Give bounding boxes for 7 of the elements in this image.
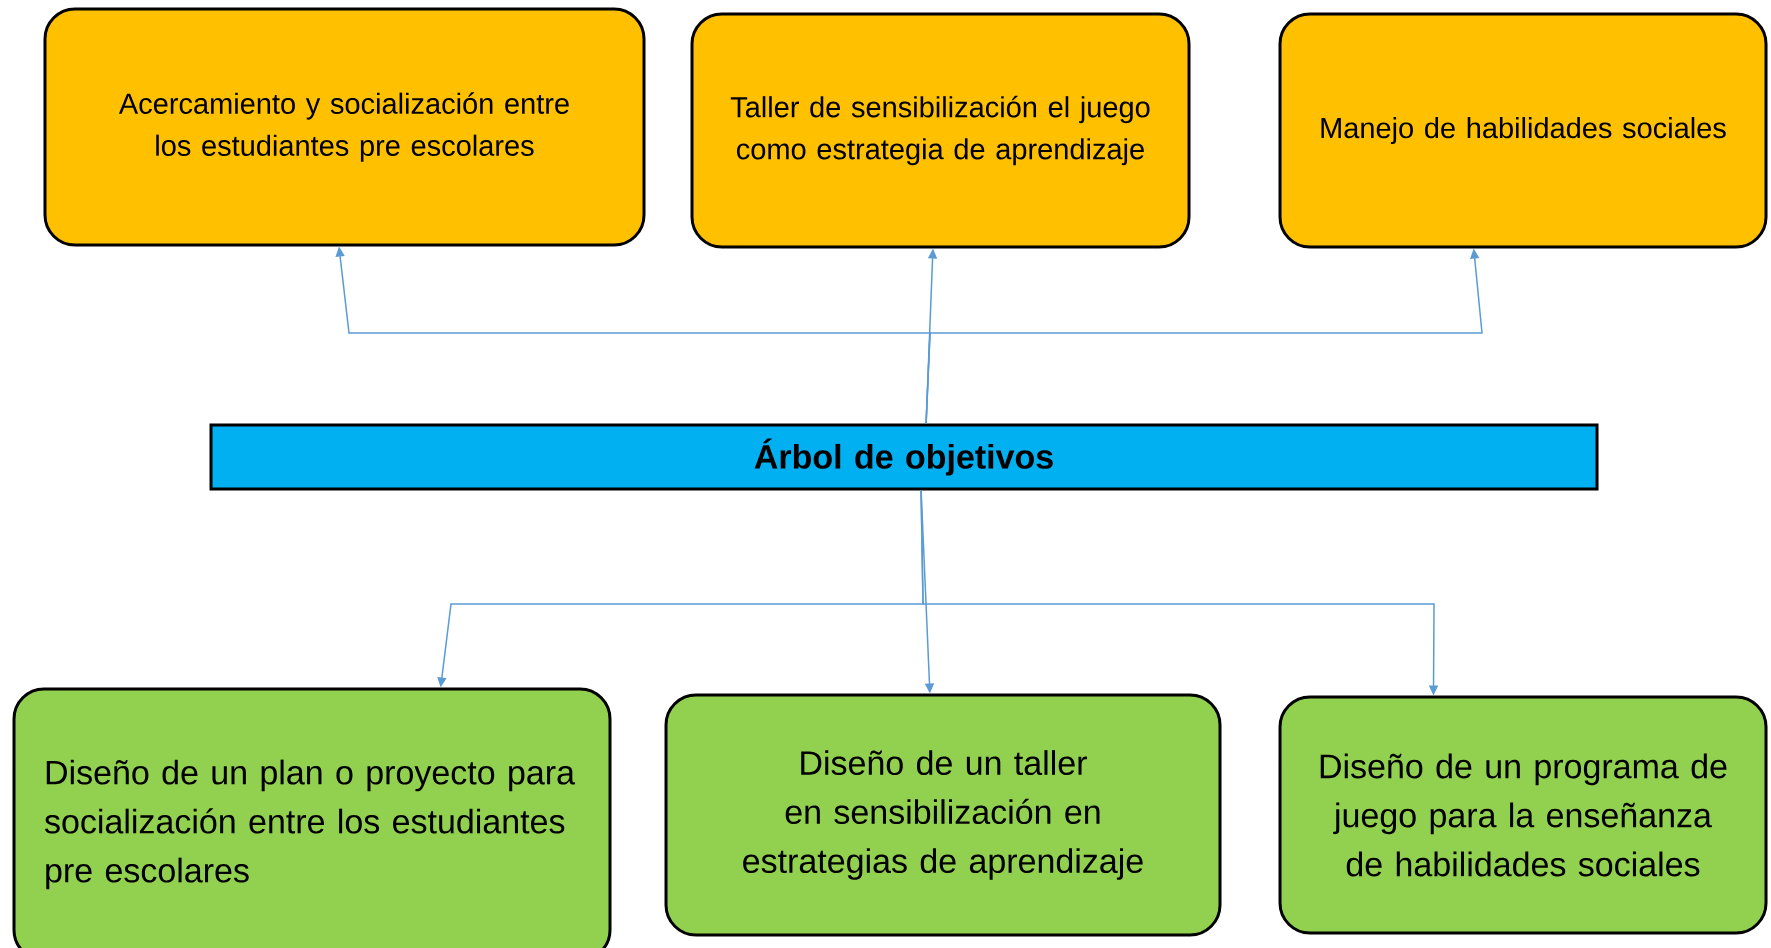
action-box: Diseño de un programa de juego para la enseñanza de habilidades sociales xyxy=(1278,695,1768,935)
goal-box: Acercamiento y socialización entre los estudiantes pre escolares xyxy=(43,7,646,247)
title-bar: Árbol de objetivos xyxy=(209,423,1599,491)
goal-box: Taller de sensibilización el juego como estrategia de aprendizaje xyxy=(690,12,1191,249)
action-box: Diseño de un taller en sensibilización en estrategias de aprendizaje xyxy=(664,693,1222,937)
action-box: Diseño de un plan o proyecto para socialización entre los estudiantes pre escolares xyxy=(12,687,612,948)
goal-box: Manejo de habilidades sociales xyxy=(1278,12,1768,249)
